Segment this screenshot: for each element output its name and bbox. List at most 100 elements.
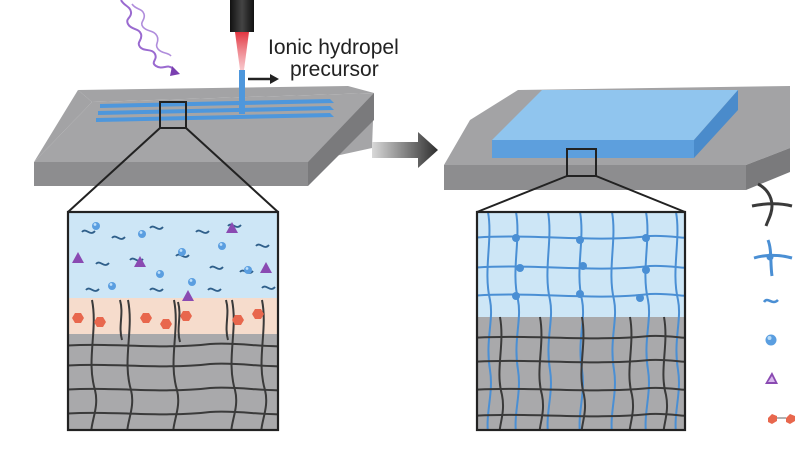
monomer-strand-icon [762,298,779,304]
ion-dot [92,222,100,230]
ion-dot-highlight [157,271,161,274]
ion-dot-highlight [179,249,183,252]
hydrogel-horizontal-strand [477,264,685,270]
monomer-strand [209,265,224,270]
left-substrate-top [78,86,374,102]
hydrogel-crosslink-node [512,292,520,300]
photoinitiator-triangle [260,262,272,273]
left-substrate-front [34,162,308,186]
left-inset-substrate-zone [68,334,278,430]
right-inset [475,210,687,432]
ion-dot [218,242,226,250]
monomer-strand [81,229,96,234]
photoinitiator-triangle [72,252,84,263]
ion-dot-highlight [139,231,143,234]
substrate-vertical-strand [580,316,586,430]
substrate-horizontal-strand [477,386,685,392]
ion-dot [188,278,196,286]
hydrogel-vertical-strand [578,212,585,430]
left-substrate-side [308,93,374,186]
substrate-horizontal-strand [477,412,685,418]
monomer-strand [111,235,126,240]
hydrogel-crosslink-node [642,266,650,274]
ion-dot [138,230,146,238]
right-bonded-network [477,212,685,430]
interface-strand [119,299,123,341]
interface-strand [177,301,181,343]
ion-dot-highlight [245,267,249,270]
left-inset [66,210,280,432]
ion-dot-icon [765,334,777,346]
monomer-strand [227,223,242,228]
printed-hydrogel-lines [96,99,334,122]
hydrogel-crosslink-node [516,264,524,272]
photoinitiator-triangle [182,290,194,301]
blue-crosslink-icon [753,239,793,277]
interface-hexagon [140,313,152,323]
monomer-strand [95,261,110,266]
left-precursor-species [72,222,276,343]
hexagon-pair-icon [768,414,795,424]
monomer-strand [195,229,210,234]
substrate-vertical-strand [662,316,668,430]
left-inset-precursor-zone [68,212,278,298]
substrate-horizontal-strand [68,410,278,416]
ion-dot [178,248,186,256]
interface-hexagon [160,319,172,329]
hydrogel-vertical-strand [514,212,521,430]
direction-arrow [248,74,279,84]
substrate-vertical-strand [628,316,634,430]
substrate-horizontal-strand [477,334,685,340]
hydrogel-top [492,90,738,140]
monomer-strand [261,285,276,290]
left-substrate-network [68,299,278,430]
ion-dot-highlight [189,279,193,282]
substrate-horizontal-strand [68,386,278,392]
substrate-vertical-strand [498,316,504,430]
hydrogel-vertical-strand [644,212,651,430]
interface-hexagon [252,309,264,319]
substrate-horizontal-strand [68,362,278,368]
hydrogel-side [694,90,738,158]
hydrogel-crosslink-node [576,236,584,244]
monomer-strand [207,287,222,292]
hydrogel-crosslink-node [512,234,520,242]
monomer-strand [149,287,164,292]
left-zoom-indicator [67,101,279,213]
interface-hexagon [72,313,84,323]
label-line-2: precursor [290,58,379,81]
left-inset-interface-zone [68,298,278,334]
process-arrow [372,132,438,168]
right-substrate-side [746,148,790,190]
interface-hexagon [94,317,106,327]
photoinitiator-triangle [134,256,146,267]
hydrogel-vertical-strand [546,212,553,430]
ion-dot [108,282,116,290]
uv-light-icon [120,0,180,76]
monomer-strand [85,287,100,292]
right-substrate-front [444,165,746,190]
substrate-horizontal-strand [477,358,685,364]
monomer-strand [149,225,164,230]
ion-dot [156,270,164,278]
hydrogel-vertical-strand [610,212,617,430]
right-zoom-indicator [476,148,686,213]
label-line-1: Ionic hydropel [268,36,399,59]
hydrogel-vertical-strand [486,212,493,430]
ion-dot-highlight [109,283,113,286]
ion-dot-highlight [93,223,97,226]
photoinitiator-triangle [226,222,238,233]
ion-dot-highlight [219,243,223,246]
laser-beam [235,32,249,70]
hydrogel-crosslink-node [576,290,584,298]
interface-hexagon [180,311,192,321]
hydrogel-crosslink-node [636,294,644,302]
hydrogel-crosslink-node [642,234,650,242]
hydrogel-vertical-strand [674,212,681,430]
dark-crosslink-icon [751,182,793,227]
hydrogel-crosslink-node [579,262,587,270]
substrate-horizontal-strand [68,342,278,348]
ion-dot [244,266,252,274]
legend [751,182,795,424]
